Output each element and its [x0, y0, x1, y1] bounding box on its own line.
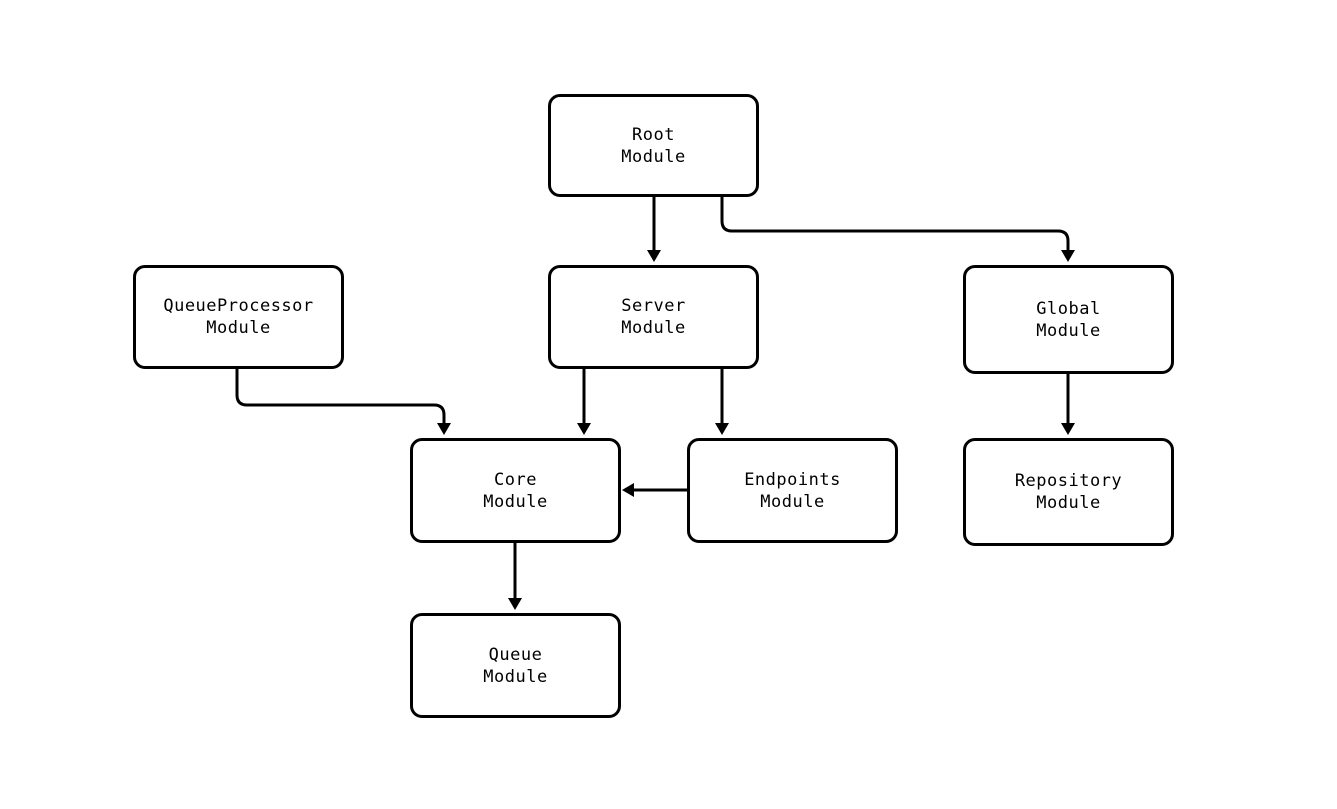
edge-endpoints-to-core: [622, 483, 687, 497]
node-subtitle: Module: [1036, 493, 1101, 513]
edge-server-to-endpoints: [715, 369, 729, 435]
node-title: Global: [1036, 298, 1101, 319]
edge-root-to-server: [647, 197, 661, 262]
edge-core-to-queue: [508, 543, 522, 610]
node-subtitle: Module: [621, 318, 686, 338]
endpoints-module-node[interactable]: Endpoints Module: [687, 438, 898, 543]
node-subtitle: Module: [483, 666, 548, 687]
edge-server-to-core: [577, 369, 591, 435]
repository-module-node[interactable]: Repository Module: [963, 438, 1174, 546]
node-subtitle: Module: [206, 318, 271, 338]
node-title: Repository: [1014, 471, 1123, 491]
global-module-node[interactable]: Global Module: [963, 265, 1174, 374]
node-title: Server: [621, 296, 686, 316]
server-module-node[interactable]: Server Module: [548, 265, 759, 369]
queueprocessor-module-node[interactable]: QueueProcessor Module: [133, 265, 344, 369]
node-title: Root: [632, 124, 675, 145]
queue-module-node[interactable]: Queue Module: [410, 613, 621, 718]
node-subtitle: Module: [1036, 320, 1101, 341]
node-title: QueueProcessor: [163, 296, 314, 316]
edge-queueprocessor-to-core: [235, 369, 451, 435]
node-subtitle: Module: [760, 491, 825, 512]
edge-root-to-global: [720, 197, 1075, 262]
node-subtitle: Module: [621, 146, 686, 167]
node-title: Core: [494, 469, 537, 490]
node-title: Endpoints: [744, 469, 841, 490]
core-module-node[interactable]: Core Module: [410, 438, 621, 543]
node-title: Queue: [488, 644, 543, 665]
edge-global-to-repository: [1061, 374, 1075, 435]
node-subtitle: Module: [483, 491, 548, 512]
root-module-node[interactable]: Root Module: [548, 94, 759, 197]
